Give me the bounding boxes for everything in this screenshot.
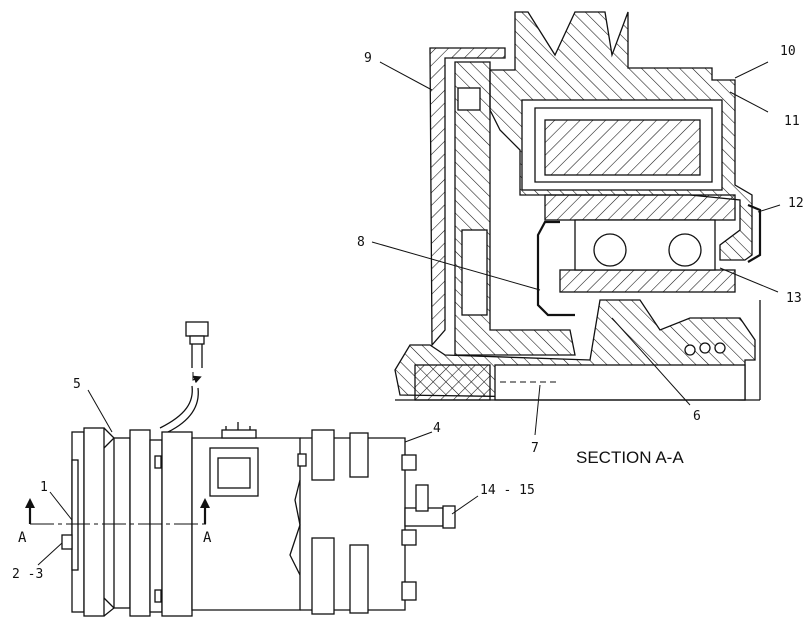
callout-7: 7 [531, 441, 539, 456]
armature-plate [429, 47, 506, 347]
coil-winding [544, 119, 701, 176]
callout-13: 13 [786, 291, 802, 306]
bearing-outer-race [544, 194, 736, 221]
connector-body [185, 321, 209, 337]
callout-2-3: 2 -3 [12, 567, 43, 582]
callout-8: 8 [357, 235, 365, 250]
section-caption: SECTION A-A [576, 448, 684, 467]
snap-ring [747, 203, 762, 263]
callout-10: 10 [780, 44, 796, 59]
callout-6: 6 [693, 409, 701, 424]
bearing-inner-race [559, 269, 736, 293]
callout-1: 1 [40, 480, 48, 495]
clutch-wire [167, 387, 199, 433]
callout-labels: 9 10 11 12 8 13 6 7 SECTION A-A 5 4 1 14… [12, 44, 804, 582]
section-mark-left: A [18, 530, 27, 546]
clutch-hub [71, 459, 79, 571]
bearing-ball [668, 233, 702, 267]
section-leaders [371, 61, 781, 436]
retainer [536, 220, 575, 317]
section-cut-line [25, 498, 210, 525]
compressor-exterior [61, 321, 456, 617]
callout-9: 9 [364, 51, 372, 66]
bearing-ball [593, 233, 627, 267]
callout-5: 5 [73, 377, 81, 392]
shaft-thread [414, 364, 491, 401]
callout-14-15: 14 - 15 [480, 483, 535, 498]
section-mark-right: A [203, 530, 212, 546]
callout-12: 12 [788, 196, 804, 211]
callout-11: 11 [784, 114, 800, 129]
callout-4: 4 [433, 421, 441, 436]
pulley-groove [113, 437, 131, 609]
section-view [394, 11, 762, 401]
mount-ear [311, 429, 335, 481]
exterior-leaders [37, 389, 479, 566]
